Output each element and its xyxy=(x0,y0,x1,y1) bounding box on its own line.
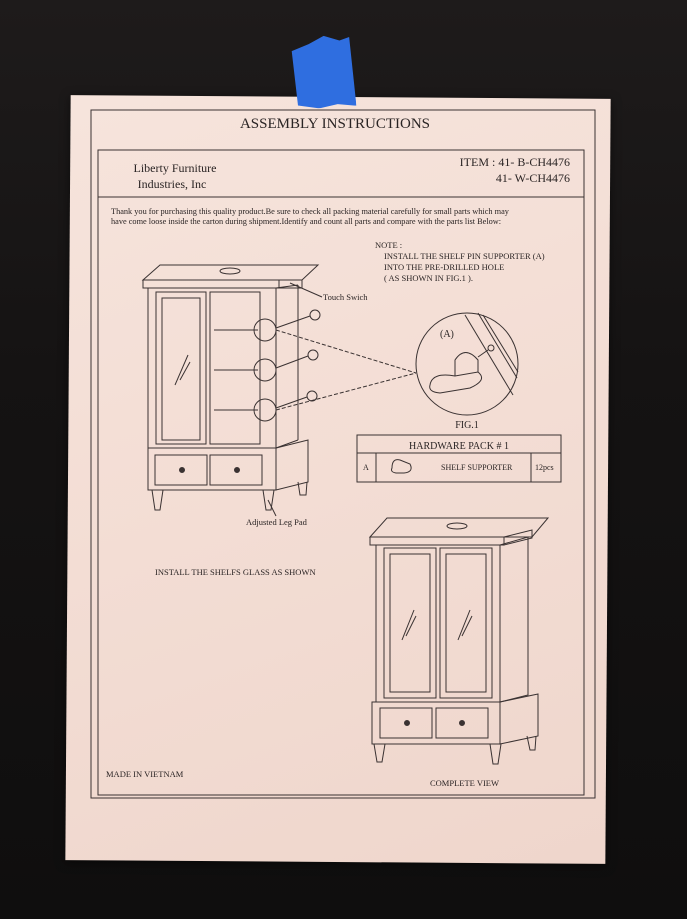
shelf-supporter-detail-figure xyxy=(415,312,519,416)
company-name-1: Liberty Furniture xyxy=(134,161,217,175)
cabinet-diagram-complete xyxy=(368,517,550,765)
hardware-code: A xyxy=(363,463,369,472)
cabinet-diagram-exploded xyxy=(141,264,417,517)
intro-line-1: Thank you for purchasing this quality pr… xyxy=(111,207,510,216)
hardware-table xyxy=(356,434,562,483)
hardware-qty: 12pcs xyxy=(535,463,554,472)
hardware-name: SHELF SUPPORTER xyxy=(441,463,513,472)
note-line-3: ( AS SHOWN IN FIG.1 ). xyxy=(384,273,473,283)
inner-border xyxy=(97,149,585,796)
fig-part-label: (A) xyxy=(440,329,454,340)
outer-border xyxy=(90,109,596,799)
note-line-2: INTO THE PRE-DRILLED HOLE xyxy=(384,262,504,272)
intro-line-2: have come loose inside the carton during… xyxy=(111,217,501,226)
company-name-2: Industries, Inc xyxy=(138,177,207,191)
fig-caption: FIG.1 xyxy=(455,420,479,431)
hardware-title: HARDWARE PACK # 1 xyxy=(409,441,509,452)
shelf-supporter-icon xyxy=(391,459,412,474)
made-in-label: MADE IN VIETNAM xyxy=(106,769,184,779)
item-number-2: 41- W-CH4476 xyxy=(496,171,570,185)
note-line-1: INSTALL THE SHELF PIN SUPPORTER (A) xyxy=(384,251,545,261)
touch-switch-label: Touch Swich xyxy=(323,292,368,302)
note-heading: NOTE : xyxy=(375,240,402,250)
complete-view-label: COMPLETE VIEW xyxy=(430,778,499,788)
item-number-1: ITEM : 41- B-CH4476 xyxy=(460,155,570,169)
install-glass-instruction: INSTALL THE SHELFS GLASS AS SHOWN xyxy=(155,567,316,577)
leg-pad-label: Adjusted Leg Pad xyxy=(246,517,308,527)
page-title: ASSEMBLY INSTRUCTIONS xyxy=(240,116,430,132)
